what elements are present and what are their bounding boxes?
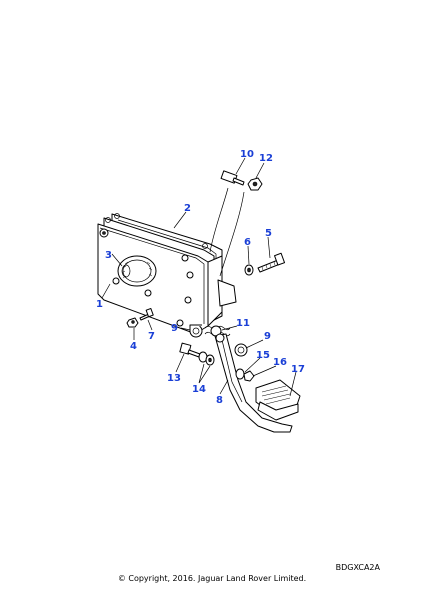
callout-3: 3 [105,250,112,261]
callout-15: 15 [256,350,270,361]
callout-labels: 1 2 3 4 5 6 7 8 9 9 10 11 12 13 14 15 16… [96,149,305,406]
bolt-13 [179,342,201,358]
bolt-5 [257,252,286,273]
callout-1: 1 [96,299,103,310]
mounting-plate [97,223,209,335]
callout-7: 7 [148,331,155,342]
bolt-7 [139,307,154,321]
washer-15-nut-16 [235,368,255,382]
cable-right [219,191,245,277]
callout-14: 14 [192,384,206,395]
callout-2: 2 [184,203,191,214]
nut-12 [247,177,263,191]
callout-12: 12 [259,153,273,164]
pedal-pad [255,379,301,421]
diagram-reference-code: BDGXCA2A [335,563,380,572]
callout-16: 16 [273,357,287,368]
callout-4: 4 [130,341,137,352]
callout-9a: 9 [171,323,178,334]
callout-8: 8 [216,395,223,406]
bushing-9a [189,324,203,338]
cable-left [209,187,229,253]
callout-10: 10 [240,149,254,160]
side-bracket [207,255,223,327]
leader-lines [101,157,297,397]
callout-11: 11 [236,318,250,329]
callout-6: 6 [244,237,251,248]
bolt-10 [220,170,245,186]
callout-17: 17 [291,364,305,375]
washers-14 [198,351,215,366]
side-flange [217,279,237,307]
callout-9b: 9 [264,331,271,342]
bushing-9b [234,343,248,357]
copyright-notice: © Copyright, 2016. Jaguar Land Rover Lim… [117,574,307,583]
nut-4 [126,317,139,328]
washer-6 [244,264,254,276]
callout-13: 13 [167,373,181,384]
callout-5: 5 [265,228,272,239]
pedal-arm [214,333,293,433]
